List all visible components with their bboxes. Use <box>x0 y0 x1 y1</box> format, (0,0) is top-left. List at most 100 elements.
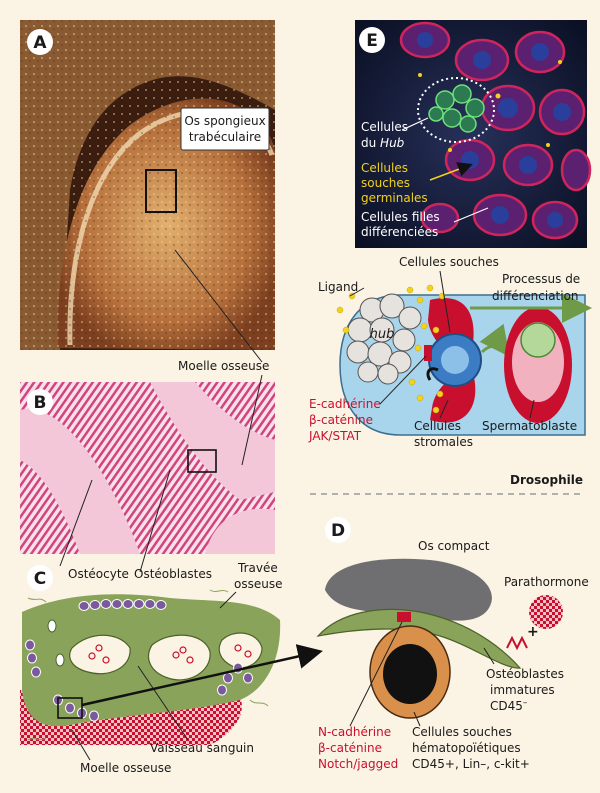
label-imm-line3: CD45– <box>490 698 528 713</box>
panel-d-letter: D <box>331 521 345 541</box>
hub-outline <box>417 77 495 143</box>
drosophila-schematic: hub Ligand Cellules souches Processus de… <box>308 255 592 487</box>
yellow-spots <box>418 60 562 152</box>
ligand-dots <box>336 284 446 414</box>
panel-a-letter-badge <box>27 29 53 55</box>
panel-d-letter-badge <box>325 517 351 543</box>
label-imm-line1: Ostéoblastes <box>486 667 564 681</box>
leader-stem-cells <box>439 270 451 333</box>
label-hsc-line1: Cellules souches <box>412 725 512 739</box>
label-stromal-line1: Cellules <box>414 419 461 433</box>
label-hsc-line2: hématopoïétiques <box>412 741 521 755</box>
label-travee-line2: osseuse <box>234 577 282 591</box>
panel-e: E Cellules du Hub Cellules souches germi… <box>355 20 592 248</box>
label-jak-stat: JAK/STAT <box>308 429 362 443</box>
label-hub-italic: Hub <box>380 136 405 150</box>
label-germ-line2: souches <box>361 176 410 190</box>
panel-b-letter: B <box>34 393 47 413</box>
blood-cells <box>88 644 252 664</box>
label-cd45: CD45 <box>490 699 523 713</box>
leader-germ <box>429 162 473 181</box>
label-beta-catenin-d: β-caténine <box>318 741 382 755</box>
label-box-spongy <box>180 107 270 151</box>
stem-cell-nucleus <box>441 346 469 374</box>
panel-a-letter: A <box>33 33 47 53</box>
label-hub-line2: du Hub <box>361 136 405 150</box>
leader-marrow-b <box>241 374 263 466</box>
trabecula-3 <box>205 508 275 554</box>
panel-c-letter: C <box>34 569 46 589</box>
label-ncadherin: N-cadhérine <box>318 725 391 739</box>
parathormone-molecule <box>529 595 563 629</box>
leader-travee <box>219 591 237 609</box>
zoom-arrow-c-to-d <box>81 644 323 707</box>
label-beta-catenin-e: β-caténine <box>309 413 373 427</box>
label-stromal-line2: stromales <box>414 435 473 449</box>
leader-marrow-a <box>174 249 263 363</box>
panel-b: B <box>20 382 275 554</box>
label-hub-du: du <box>361 136 380 150</box>
label-osteoblasts: Ostéoblastes <box>134 567 212 581</box>
label-stem-cells: Cellules souches <box>399 255 499 269</box>
label-daughter-line1: Cellules filles <box>361 210 440 224</box>
panel-b-letter-badge <box>27 389 53 415</box>
leader-osteocyte-b <box>59 479 93 567</box>
leader-ligand <box>349 287 365 297</box>
panel-e-letter: E <box>366 31 378 51</box>
label-process-line1: Processus de <box>502 272 580 286</box>
label-germ-line3: germinales <box>361 191 428 205</box>
zoom-box-a <box>145 169 177 213</box>
label-hsc-line3: CD45+, Lin–, c-kit+ <box>412 757 530 771</box>
hub-cluster <box>346 293 422 385</box>
label-vessel: Vaisseau sanguin <box>150 741 254 755</box>
osteoblast-row-top <box>78 599 167 611</box>
spermatoblast-nucleus <box>520 322 556 358</box>
label-spongy-line2: trabéculaire <box>189 130 261 144</box>
panel-c-letter-badge <box>27 565 53 591</box>
pth-plus-sign: + <box>527 624 539 640</box>
adhesion-junction-d <box>397 612 411 622</box>
label-marrow-c: Moelle osseuse <box>80 761 171 775</box>
germ-cell-nuclei <box>417 32 571 228</box>
pth-receptor <box>506 635 528 651</box>
leader-immature <box>483 647 495 665</box>
vascular-cavity-2 <box>147 634 211 681</box>
label-hub-line1: Cellules <box>361 120 408 134</box>
leader-osteoblast-b <box>139 469 171 573</box>
differentiation-arrow-small <box>479 323 510 357</box>
label-spermatoblast: Spermatoblaste <box>482 419 577 433</box>
zoom-box-b <box>187 449 217 473</box>
label-osteocyte: Ostéocyte <box>68 567 129 581</box>
adhesion-junction-stem <box>424 345 432 361</box>
receptor-cup <box>426 367 439 381</box>
label-process-line2: différenciation <box>492 289 579 303</box>
hsc-nucleus <box>383 644 437 704</box>
panel-c: C Ostéocyte Ostéoblastes Travée osseuse … <box>20 561 282 775</box>
label-spongy-line1: Os spongieux <box>184 114 265 128</box>
panel-a: Os spongieux trabéculaire A <box>20 20 276 350</box>
leader-hub <box>401 117 429 131</box>
label-marrow-a: Moelle osseuse <box>178 359 269 373</box>
label-daughter-line2: différenciées <box>361 225 438 239</box>
label-cd45-sup: – <box>523 698 528 708</box>
leader-signals-d <box>349 621 403 727</box>
label-travee-line1: Travée <box>237 561 278 575</box>
hub-cells <box>428 84 485 133</box>
leader-stromal <box>439 399 449 419</box>
zoom-box-c <box>57 697 83 719</box>
panel-d: D Os compact Parathormone + Ostéoblastes… <box>316 517 589 771</box>
label-parathormone: Parathormone <box>504 575 589 589</box>
vascular-cavity-1 <box>69 634 131 675</box>
leader-marrow-c <box>71 729 91 761</box>
label-ecadherin: E-cadhérine <box>309 397 381 411</box>
osteoblast-row-left <box>25 639 99 722</box>
leader-daughter <box>453 207 489 223</box>
leader-hsc <box>413 711 421 727</box>
trabecula-2 <box>150 382 275 500</box>
label-drosophila: Drosophile <box>510 473 583 487</box>
cell-processes <box>27 589 269 741</box>
leader-vessel <box>137 665 189 741</box>
osteocytes <box>47 619 65 667</box>
label-ligand: Ligand <box>318 280 358 294</box>
